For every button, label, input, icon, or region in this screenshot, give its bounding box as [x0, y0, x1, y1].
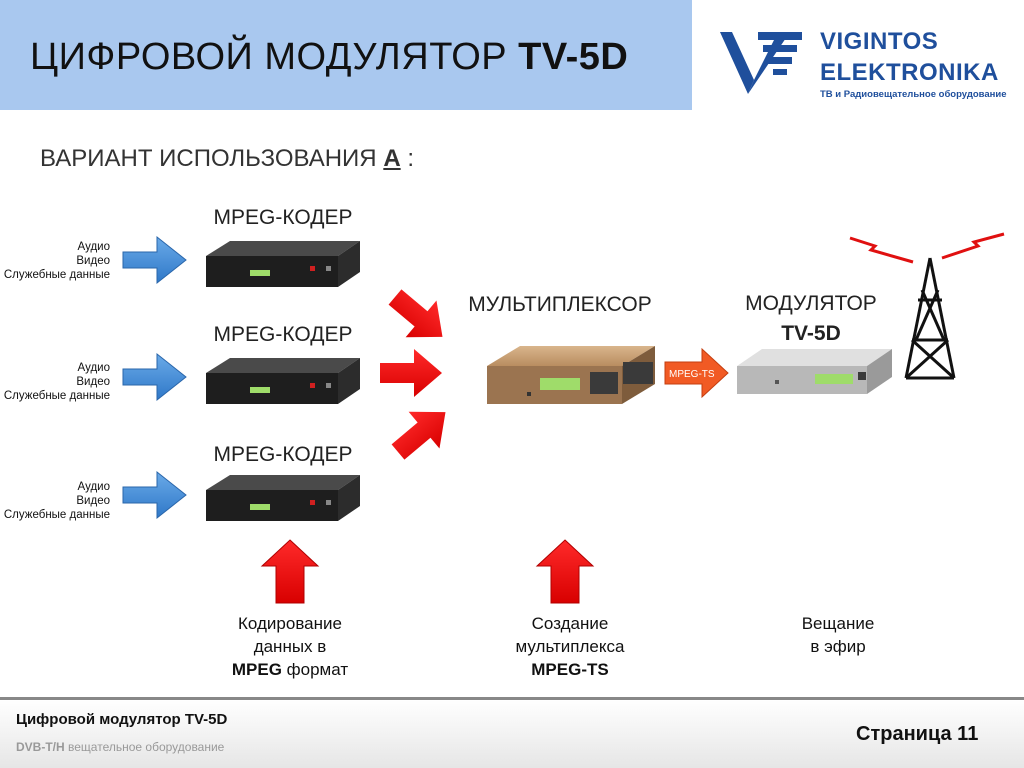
- input-service-data-label: Служебные данные: [3, 269, 110, 281]
- input-service-data-label: Служебные данные: [3, 390, 110, 402]
- encoder-title-1: MPEG-КОДЕР: [213, 206, 353, 229]
- input-audio-label: Аудио: [77, 362, 110, 374]
- encoder-device-3: [206, 475, 360, 521]
- input-arrow-1: [122, 235, 187, 285]
- variant-subtitle: ВАРИАНТ ИСПОЛЬЗОВАНИЯ А :: [40, 145, 414, 172]
- red-arrow-top: [388, 289, 443, 338]
- page-number: Страница 11: [856, 723, 979, 745]
- input-service-data-label: Служебные данные: [3, 509, 110, 521]
- up-arrow-encoding: [260, 539, 320, 604]
- antenna-tower-icon: [904, 257, 956, 380]
- footer-subtitle: DVB-T/H вещательное оборудование: [16, 740, 225, 754]
- input-audio-label: Аудио: [77, 241, 110, 253]
- multiplexer-title: МУЛЬТИПЛЕКСОР: [468, 293, 652, 316]
- logo-name-line1: VIGINTOS: [820, 28, 939, 55]
- input-arrow-3: [122, 470, 187, 520]
- up-arrow-multiplex: [535, 539, 595, 604]
- modulator-title-line2: TV-5D: [781, 322, 841, 345]
- page-title: ЦИФРОВОЙ МОДУЛЯТОР TV-5D: [30, 36, 629, 78]
- logo-name-line2: ELEKTRONIKA: [820, 59, 999, 86]
- input-video-label: Видео: [76, 255, 110, 267]
- footer-title: Цифровой модулятор TV-5D: [16, 711, 228, 728]
- red-arrow-middle: [380, 349, 442, 397]
- input-video-label: Видео: [76, 495, 110, 507]
- title-bar: [0, 0, 692, 110]
- encoder-inputs-1: Аудио Видео Служебные данные: [0, 240, 110, 282]
- modulator-device: [737, 349, 892, 394]
- encoder-device-1: [206, 241, 360, 287]
- logo-tagline: ТВ и Радиовещательное оборудование: [820, 89, 1007, 100]
- input-video-label: Видео: [76, 376, 110, 388]
- encoder-device-2: [206, 358, 360, 404]
- caption-multiplex: Создание мультиплекса MPEG-TS: [515, 614, 625, 679]
- title-model: TV-5D: [518, 36, 629, 78]
- multiplexer-device: [487, 346, 655, 404]
- footer-bar: [0, 700, 1024, 768]
- encoder-inputs-2: Аудио Видео Служебные данные: [0, 361, 110, 403]
- caption-broadcast: Вещание в эфир: [801, 614, 875, 656]
- diagram-graphics: MPEG-TS: [122, 232, 1005, 604]
- mpeg-ts-arrow: MPEG-TS: [664, 347, 729, 399]
- radio-wave-icon: [849, 232, 1005, 264]
- encoder-inputs-3: Аудио Видео Служебные данные: [0, 480, 110, 522]
- modulator-title-line1: МОДУЛЯТОР: [745, 292, 877, 315]
- encoder-title-2: MPEG-КОДЕР: [213, 323, 353, 346]
- footer-divider: [0, 697, 1024, 700]
- vigintos-logo-icon: [720, 32, 802, 94]
- input-audio-label: Аудио: [77, 481, 110, 493]
- encoder-title-3: MPEG-КОДЕР: [213, 443, 353, 466]
- input-arrow-2: [122, 352, 187, 402]
- red-arrow-bottom: [391, 411, 446, 460]
- caption-encoding: Кодирование данных в MPEG формат: [231, 614, 349, 679]
- mpeg-ts-arrow-label: MPEG-TS: [669, 369, 715, 380]
